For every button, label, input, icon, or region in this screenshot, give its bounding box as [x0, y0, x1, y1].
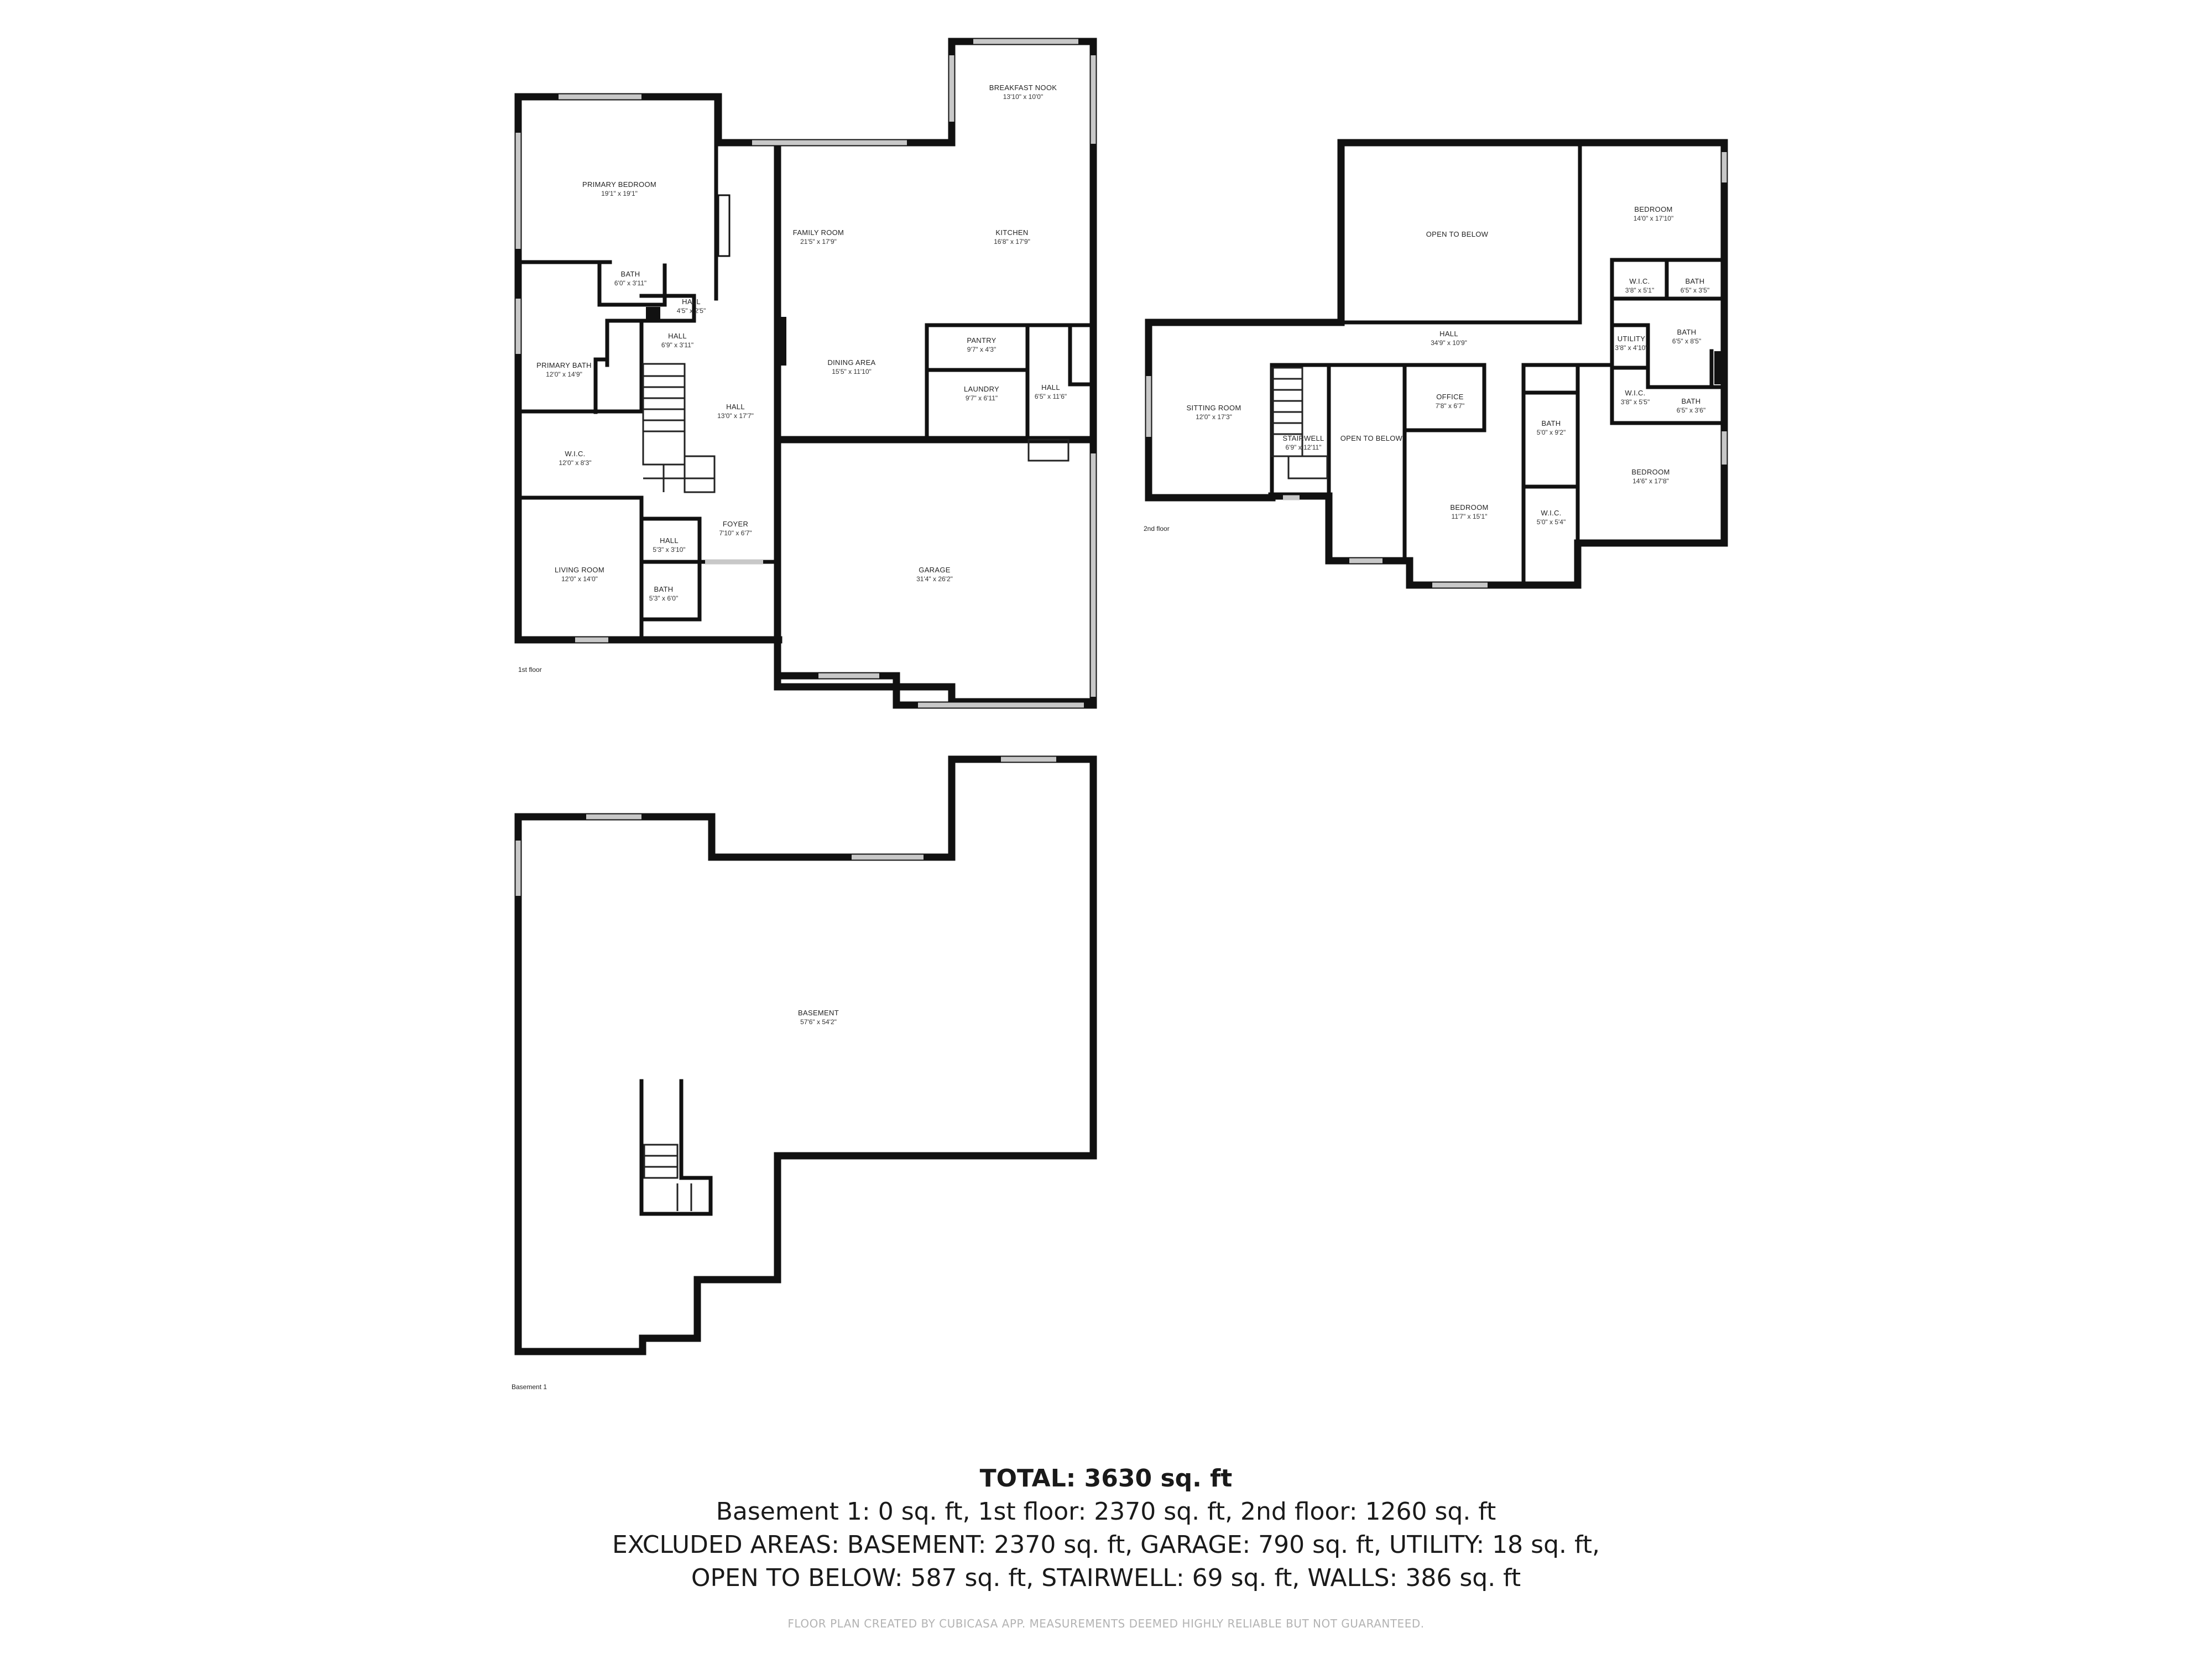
room-dimensions: 5'3" x 3'10" — [653, 546, 685, 554]
room-dimensions: 21'5" x 17'9" — [800, 238, 837, 246]
room-name: BREAKFAST NOOK — [989, 84, 1057, 92]
room-name: LAUNDRY — [964, 385, 999, 393]
column — [1714, 351, 1722, 384]
second-floor-label: 2nd floor — [1144, 525, 1170, 533]
room-dimensions: 9'7" x 6'11" — [966, 394, 998, 402]
room-name: BEDROOM — [1631, 468, 1670, 476]
room-name: BATH — [621, 270, 640, 278]
room-dimensions: 7'10" x 6'7" — [719, 529, 752, 537]
room-dimensions: 14'6" x 17'8" — [1632, 477, 1669, 485]
room-dimensions: 6'5" x 8'5" — [1672, 337, 1701, 345]
room-name: HALL — [668, 332, 687, 340]
room-dimensions: 3'8" x 5'5" — [1621, 398, 1650, 406]
room-name: BATH — [654, 585, 674, 593]
room-name: FOYER — [723, 520, 748, 528]
floor-area-summary: Basement 1: 0 sq. ft, 1st floor: 2370 sq… — [716, 1498, 1496, 1526]
first-floor-interior-walls — [516, 95, 1095, 638]
room-dimensions: 12'0" x 8'3" — [559, 459, 591, 467]
fireplace — [717, 194, 731, 257]
room-name: SITTING ROOM — [1187, 404, 1241, 412]
room-name: UTILITY — [1618, 335, 1646, 343]
room-name: FAMILY ROOM — [793, 228, 844, 237]
room-name: BATH — [1686, 277, 1705, 285]
room-name: W.I.C. — [1629, 277, 1650, 285]
room-dimensions: 34'9" x 10'9" — [1431, 339, 1467, 347]
excluded-areas-summary-cont: OPEN TO BELOW: 587 sq. ft, STAIRWELL: 69… — [691, 1564, 1521, 1592]
room-name: OPEN TO BELOW — [1426, 230, 1489, 238]
room-name: OPEN TO BELOW — [1340, 434, 1403, 442]
basement-floor-label: Basement 1 — [512, 1383, 547, 1391]
room-dimensions: 12'0" x 14'0" — [561, 575, 598, 583]
room-dimensions: 14'0" x 17'10" — [1634, 215, 1674, 222]
room-name: PANTRY — [967, 336, 996, 345]
room-dimensions: 5'0" x 9'2" — [1537, 429, 1566, 436]
room-dimensions: 57'6" x 54'2" — [800, 1018, 837, 1026]
room-dimensions: 5'0" x 5'4" — [1537, 518, 1566, 526]
room-name: HALL — [682, 298, 701, 306]
room-name: DINING AREA — [827, 358, 875, 367]
room-name: W.I.C. — [565, 450, 585, 458]
room-dimensions: 6'9" x 12'11" — [1286, 444, 1322, 451]
room-dimensions: 15'5" x 11'10" — [832, 368, 872, 375]
room-name: PRIMARY BATH — [536, 361, 592, 369]
room-name: BASEMENT — [798, 1009, 839, 1017]
first-floor-label: 1st floor — [518, 666, 542, 674]
room-dimensions: 31'4" x 26'2" — [916, 575, 953, 583]
room-dimensions: 12'0" x 17'3" — [1196, 413, 1232, 421]
room-name: HALL — [1041, 383, 1060, 392]
room-name: KITCHEN — [995, 228, 1028, 237]
first-floor-windows — [515, 39, 1096, 708]
room-name: LIVING ROOM — [555, 566, 604, 574]
room-dimensions: 3'8" x 4'10" — [1615, 344, 1647, 352]
credit-footer: FLOOR PLAN CREATED BY CUBICASA APP. MEAS… — [787, 1617, 1425, 1630]
room-dimensions: 9'7" x 4'3" — [967, 346, 996, 353]
room-name: GARAGE — [919, 566, 950, 574]
room-dimensions: 11'7" x 15'1" — [1452, 513, 1488, 520]
basement-windows — [515, 757, 1056, 896]
second-floor-plan — [1145, 139, 1728, 589]
first-floor-stairs — [642, 363, 1070, 493]
room-dimensions: 19'1" x 19'1" — [601, 190, 638, 197]
room-name: HALL — [1439, 330, 1458, 338]
room-name: STAIRWELL — [1282, 434, 1324, 442]
room-name: HALL — [660, 536, 679, 545]
total-area: TOTAL: 3630 sq. ft — [979, 1464, 1233, 1493]
basement-exterior-wall — [514, 755, 1097, 1355]
second-floor-interior-walls — [1270, 140, 1726, 587]
first-floor-plan — [514, 38, 1097, 709]
room-dimensions: 6'5" x 11'6" — [1035, 393, 1067, 400]
basement-stairs — [639, 1079, 713, 1216]
room-name: W.I.C. — [1541, 509, 1561, 517]
room-dimensions: 3'8" x 5'1" — [1625, 286, 1654, 294]
room-dimensions: 16'8" x 17'9" — [994, 238, 1030, 246]
room-name: BEDROOM — [1634, 205, 1672, 213]
room-name: BEDROOM — [1450, 503, 1488, 512]
column — [778, 317, 786, 366]
room-dimensions: 6'5" x 3'5" — [1681, 286, 1709, 294]
room-dimensions: 4'5" x 2'5" — [677, 307, 706, 315]
second-floor-stairs — [1271, 367, 1328, 479]
second-floor-windows — [1146, 152, 1727, 588]
room-dimensions: 13'0" x 17'7" — [717, 412, 754, 420]
room-dimensions: 5'3" x 6'0" — [649, 594, 678, 602]
room-name: BATH — [1542, 419, 1561, 427]
room-name: OFFICE — [1436, 393, 1463, 401]
basement-plan — [514, 755, 1097, 1355]
room-dimensions: 13'10" x 10'0" — [1003, 93, 1044, 101]
room-dimensions: 12'0" x 14'9" — [546, 371, 582, 378]
room-dimensions: 6'5" x 3'6" — [1677, 406, 1705, 414]
room-name: W.I.C. — [1625, 389, 1645, 397]
column — [646, 307, 660, 320]
room-name: BATH — [1682, 397, 1701, 405]
room-name: PRIMARY BEDROOM — [582, 180, 656, 189]
room-name: BATH — [1677, 328, 1697, 336]
room-name: HALL — [726, 403, 745, 411]
room-dimensions: 7'8" x 6'7" — [1436, 402, 1464, 410]
room-dimensions: 6'9" x 3'11" — [661, 341, 693, 349]
excluded-areas-summary: EXCLUDED AREAS: BASEMENT: 2370 sq. ft, G… — [612, 1531, 1600, 1559]
room-dimensions: 6'0" x 3'11" — [614, 279, 646, 287]
